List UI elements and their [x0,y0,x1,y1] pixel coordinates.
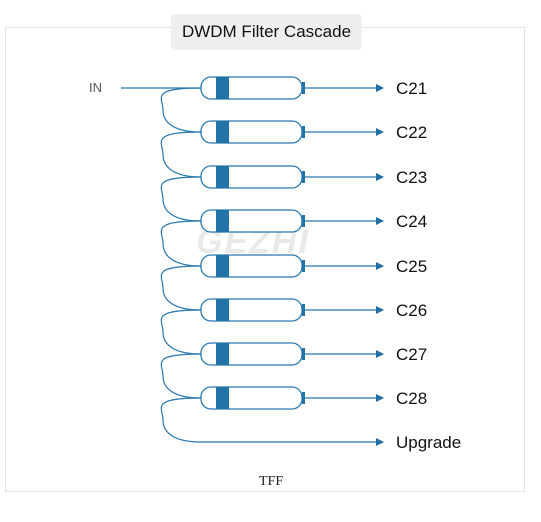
output-label-c24: C24 [396,212,427,231]
diagram-title: DWDM Filter Cascade [171,14,362,50]
filter-port [302,171,305,183]
reflect-fiber-loop [160,87,202,133]
filter-element [216,255,229,277]
tff-filter-c21: C21 [200,76,427,100]
filter-port [302,392,305,404]
filter-element [216,121,229,143]
output-label-c26: C26 [396,301,427,320]
filter-element [216,210,229,232]
reflect-fiber-loop [160,353,202,399]
output-label-c23: C23 [396,168,427,187]
tff-filter-c22: C22 [200,120,427,144]
tff-filter-c28: C28 [200,386,427,410]
tff-filter-c25: C25 [200,254,427,278]
output-label-c28: C28 [396,389,427,408]
reflect-fiber-loop [160,309,202,355]
tff-filter-c23: C23 [200,165,427,189]
footer-label: TFF [259,474,283,489]
reflect-fiber-loop [160,220,202,267]
filter-port [302,304,305,316]
filter-port [302,82,305,94]
filter-element [216,299,229,321]
reflect-fiber-loop [160,397,202,443]
output-label-c25: C25 [396,257,427,276]
reflect-fiber-loop [160,176,202,222]
filter-element [216,387,229,409]
tff-filter-c26: C26 [200,298,427,322]
output-label-c27: C27 [396,345,427,364]
filter-port [302,126,305,138]
filter-element [216,77,229,99]
output-label-c21: C21 [396,79,427,98]
filter-port [302,348,305,360]
upgrade-label: Upgrade [396,433,461,452]
filter-port [302,215,305,227]
output-label-c22: C22 [396,123,427,142]
filter-port [302,260,305,272]
input-label: IN [89,80,102,95]
reflect-fiber-loop [160,131,202,178]
tff-filter-c27: C27 [200,342,427,366]
filter-element [216,166,229,188]
filter-element [216,343,229,365]
tff-filter-c24: C24 [200,209,427,233]
reflect-fiber-loop [160,265,202,311]
